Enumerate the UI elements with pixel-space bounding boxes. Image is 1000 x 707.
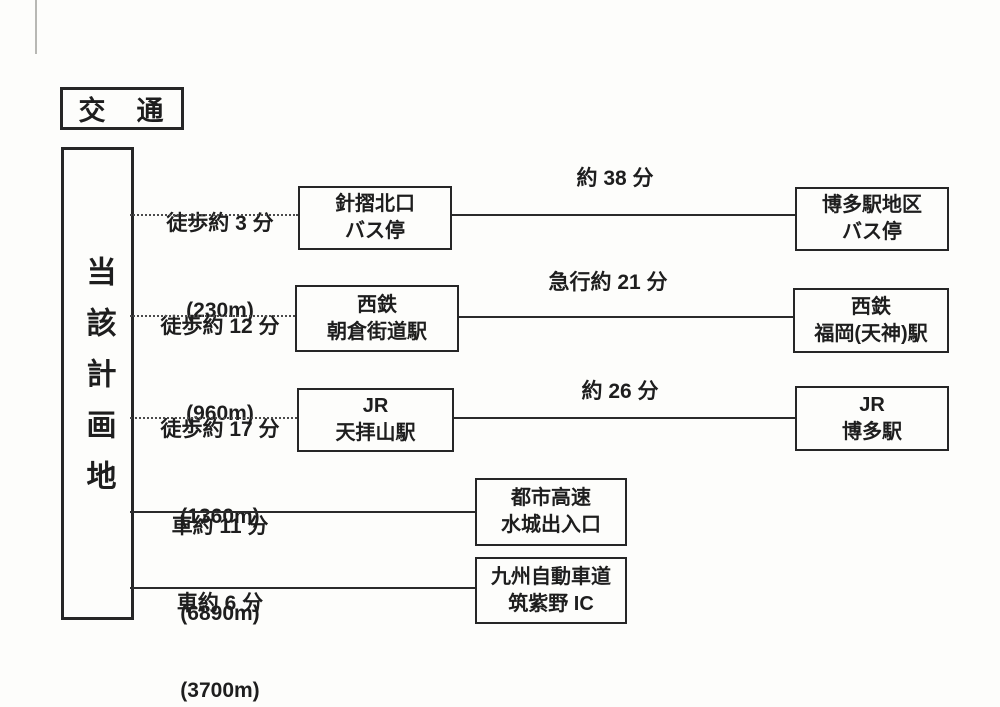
- planned-site-label: 当該計画地: [81, 256, 115, 511]
- walk-distance-label: (960m): [186, 401, 254, 425]
- destination-name-line2: バス停: [842, 221, 902, 243]
- walk-time-label: 徒歩約 17 分: [160, 417, 280, 441]
- access-label-route-3: 徒歩約 17 分 (1360m): [145, 358, 295, 590]
- access-label-route-5: 車約 6 分 (3700m): [145, 532, 295, 707]
- drive-distance-label: (6890m): [180, 601, 260, 625]
- drive-connector-line-5: [130, 587, 475, 589]
- destination-name-line1: JR: [859, 393, 885, 416]
- drive-time-label: 車約 6 分: [176, 591, 264, 615]
- station-name-line1: JR: [362, 395, 389, 417]
- station-name-line1: 西鉄: [357, 293, 397, 316]
- train-ride-connector-line-2: [455, 316, 793, 318]
- walk-connector-line-1: [130, 214, 298, 216]
- bus-ride-connector-line-1: [448, 214, 795, 216]
- walk-connector-line-2: [130, 315, 295, 317]
- destination-name-line1: 西鉄: [851, 295, 891, 318]
- planned-site-box: 当該計画地: [61, 147, 134, 620]
- jr-hakata-station-box: JR 博多駅: [795, 386, 949, 451]
- urban-expressway-mizuki-exit-box: 都市高速 水城出入口: [475, 478, 627, 546]
- nishitetsu-fukuoka-tenjin-station-box: 西鉄 福岡(天神)駅: [793, 288, 949, 353]
- train-duration-label-route-3: 約 26 分: [581, 380, 659, 403]
- drive-time-label: 車約 11 分: [171, 514, 269, 538]
- bus-stop-name-line2: バス停: [345, 220, 405, 242]
- drive-connector-line-4: [130, 511, 475, 513]
- station-name-line2: 天拝山駅: [335, 422, 416, 444]
- destination-name-line2: 福岡(天神)駅: [814, 322, 928, 345]
- ic-name-line2: 筑紫野 IC: [508, 592, 594, 615]
- bus-stop-name-line1: 針摺北口: [335, 193, 415, 215]
- exit-name-line2: 水城出入口: [501, 514, 601, 536]
- access-label-route-2: 徒歩約 12 分 (960m): [145, 255, 295, 487]
- drive-distance-label: (3700m): [180, 678, 260, 702]
- transport-title: 交 通: [78, 96, 166, 126]
- destination-name-line1: 博多駅地区: [822, 194, 922, 216]
- walk-distance-label: (1360m): [180, 504, 260, 528]
- bus-duration-label-route-1: 約 38 分: [576, 167, 654, 190]
- exit-name-line1: 都市高速: [511, 487, 591, 509]
- train-ride-connector-line-3: [450, 417, 795, 419]
- access-label-route-4: 車約 11 分 (6890m): [145, 455, 295, 687]
- hakata-station-area-bus-stop-box: 博多駅地区 バス停: [795, 187, 949, 251]
- scan-artifact-line: [35, 0, 37, 54]
- ic-name-line1: 九州自動車道: [491, 565, 611, 588]
- nishitetsu-asakurakaido-station-box: 西鉄 朝倉街道駅: [295, 285, 459, 352]
- destination-name-line2: 博多駅: [842, 420, 902, 443]
- transport-title-box: 交 通: [60, 87, 184, 130]
- harisuri-kitaguchi-bus-stop-box: 針摺北口 バス停: [298, 186, 452, 250]
- train-duration-label-route-2: 急行約 21 分: [548, 271, 668, 294]
- station-name-line2: 朝倉街道駅: [327, 320, 427, 343]
- walk-time-label: 徒歩約 12 分: [160, 314, 280, 338]
- walk-time-label: 徒歩約 3 分: [166, 211, 274, 235]
- walk-connector-line-3: [130, 417, 297, 419]
- jr-tempaizan-station-box: JR 天拝山駅: [297, 388, 454, 452]
- kyushu-expressway-chikushino-ic-box: 九州自動車道 筑紫野 IC: [475, 557, 627, 624]
